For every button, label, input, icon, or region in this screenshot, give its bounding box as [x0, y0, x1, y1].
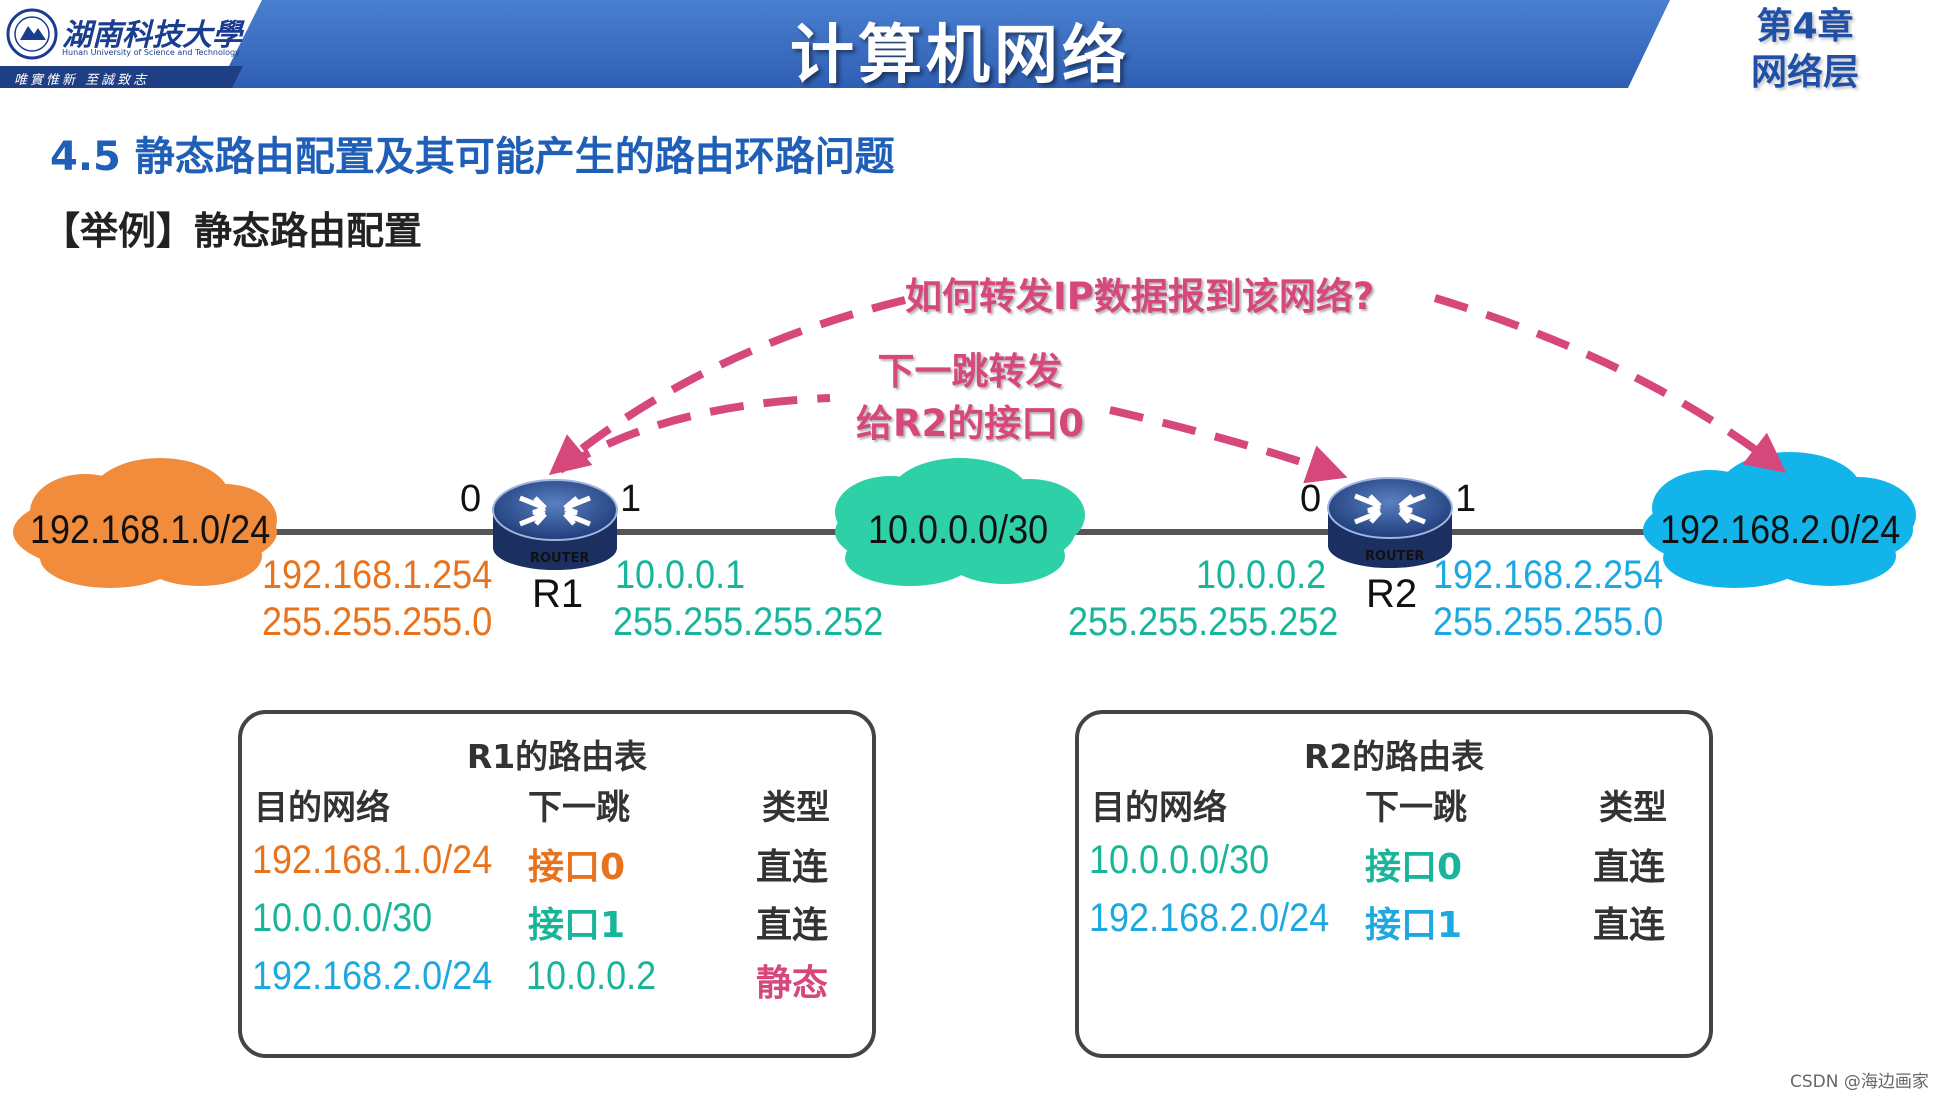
router-r2-icon — [1327, 477, 1453, 568]
r1-row2-next-hop: 接口1 — [528, 905, 626, 946]
arrow-question-to-net-right — [1433, 294, 1787, 473]
r1-row3-type: 静态 — [756, 963, 829, 1004]
r2-row2-dest: 192.168.2.0/24 — [1089, 896, 1330, 940]
router-r1-badge: ROUTER — [530, 551, 590, 566]
university-motto: 唯實惟新 至誠致志 — [14, 73, 150, 88]
r1-row1-type: 直连 — [756, 847, 829, 888]
r1-header-dest: 目的网络 — [254, 788, 390, 828]
r1-interface-1-label: 1 — [620, 478, 642, 520]
router-r1-icon — [492, 479, 618, 570]
r2-if0-ip: 10.0.0.2 — [1196, 553, 1327, 597]
r1-table-title: R1的路由表 — [466, 737, 648, 776]
course-title: 计算机网络 — [790, 19, 1130, 93]
r2-if1-ip: 192.168.2.254 — [1433, 553, 1664, 597]
router-r1-name: R1 — [532, 572, 584, 616]
r2-row2-type: 直连 — [1593, 905, 1666, 946]
r1-row2-type: 直连 — [756, 905, 829, 946]
cloud-right-icon — [1643, 452, 1916, 588]
cloud-left-icon — [13, 458, 277, 588]
r1-row1-next-hop: 接口0 — [528, 847, 626, 888]
network-middle-label: 10.0.0.0/30 — [868, 508, 1049, 552]
r2-header-dest: 目的网络 — [1091, 788, 1227, 828]
r1-if1-mask: 255.255.255.252 — [613, 600, 884, 644]
r1-header-next-hop: 下一跳 — [528, 788, 630, 828]
callout-next-hop-line1: 下一跳转发 — [877, 350, 1063, 393]
network-right-label: 192.168.2.0/24 — [1660, 508, 1901, 552]
r1-if0-ip: 192.168.1.254 — [262, 553, 493, 597]
r2-row1-type: 直连 — [1593, 847, 1666, 888]
r2-if1-mask: 255.255.255.0 — [1433, 600, 1664, 644]
r1-row2-dest: 10.0.0.0/30 — [252, 896, 433, 940]
university-logo-icon — [6, 8, 58, 60]
arrow-r1-callout — [557, 394, 831, 474]
callout-next-hop-line2: 给R2的接口0 — [856, 402, 1084, 445]
csdn-credit: CSDN @海边画家 — [1790, 1072, 1929, 1092]
chapter-name: 网络层 — [1750, 52, 1859, 93]
r1-row3-dest: 192.168.2.0/24 — [252, 954, 493, 998]
r2-row2-next-hop: 接口1 — [1365, 905, 1463, 946]
example-label: 【举例】静态路由配置 — [42, 209, 423, 253]
cloud-middle-icon — [835, 458, 1085, 586]
r1-if1-ip: 10.0.0.1 — [615, 553, 746, 597]
router-r2-badge: ROUTER — [1365, 549, 1425, 564]
university-name: 湖南科技大學 — [62, 18, 242, 53]
callout-next-hop: 下一跳转发 给R2的接口0 — [840, 346, 1100, 450]
section-title: 4.5 静态路由配置及其可能产生的路由环路问题 — [50, 134, 895, 180]
r1-interface-0-label: 0 — [460, 478, 482, 520]
callout-question: 如何转发IP数据报到该网络? — [905, 275, 1375, 318]
arrow-question-to-r1 — [548, 296, 906, 476]
r2-interface-1-label: 1 — [1455, 478, 1477, 520]
university-english-name: Hunan University of Science and Technolo… — [62, 48, 240, 57]
r2-table-title: R2的路由表 — [1303, 737, 1485, 776]
r2-header-type: 类型 — [1599, 788, 1667, 828]
chapter-label: 第4章 网络层 — [1740, 4, 1870, 96]
r2-row1-dest: 10.0.0.0/30 — [1089, 838, 1270, 882]
r1-header-type: 类型 — [762, 788, 830, 828]
network-left-label: 192.168.1.0/24 — [30, 508, 271, 552]
r1-row1-dest: 192.168.1.0/24 — [252, 838, 493, 882]
r2-interface-0-label: 0 — [1300, 478, 1322, 520]
header-bar — [0, 0, 1670, 88]
r2-header-next-hop: 下一跳 — [1365, 788, 1467, 828]
r2-row1-next-hop: 接口0 — [1365, 847, 1463, 888]
r1-routing-table: R1的路由表 目的网络 下一跳 类型 192.168.1.0/24 接口0 直连… — [238, 710, 876, 1058]
chapter-number: 第4章 — [1756, 6, 1854, 47]
r1-if0-mask: 255.255.255.0 — [262, 600, 493, 644]
r2-if0-mask: 255.255.255.252 — [1068, 600, 1339, 644]
r1-row3-next-hop: 10.0.0.2 — [526, 954, 657, 998]
arrow-callout-to-r2 — [1109, 406, 1348, 484]
router-r2-name: R2 — [1366, 572, 1418, 616]
r2-routing-table: R2的路由表 目的网络 下一跳 类型 10.0.0.0/30 接口0 直连 19… — [1075, 710, 1713, 1058]
